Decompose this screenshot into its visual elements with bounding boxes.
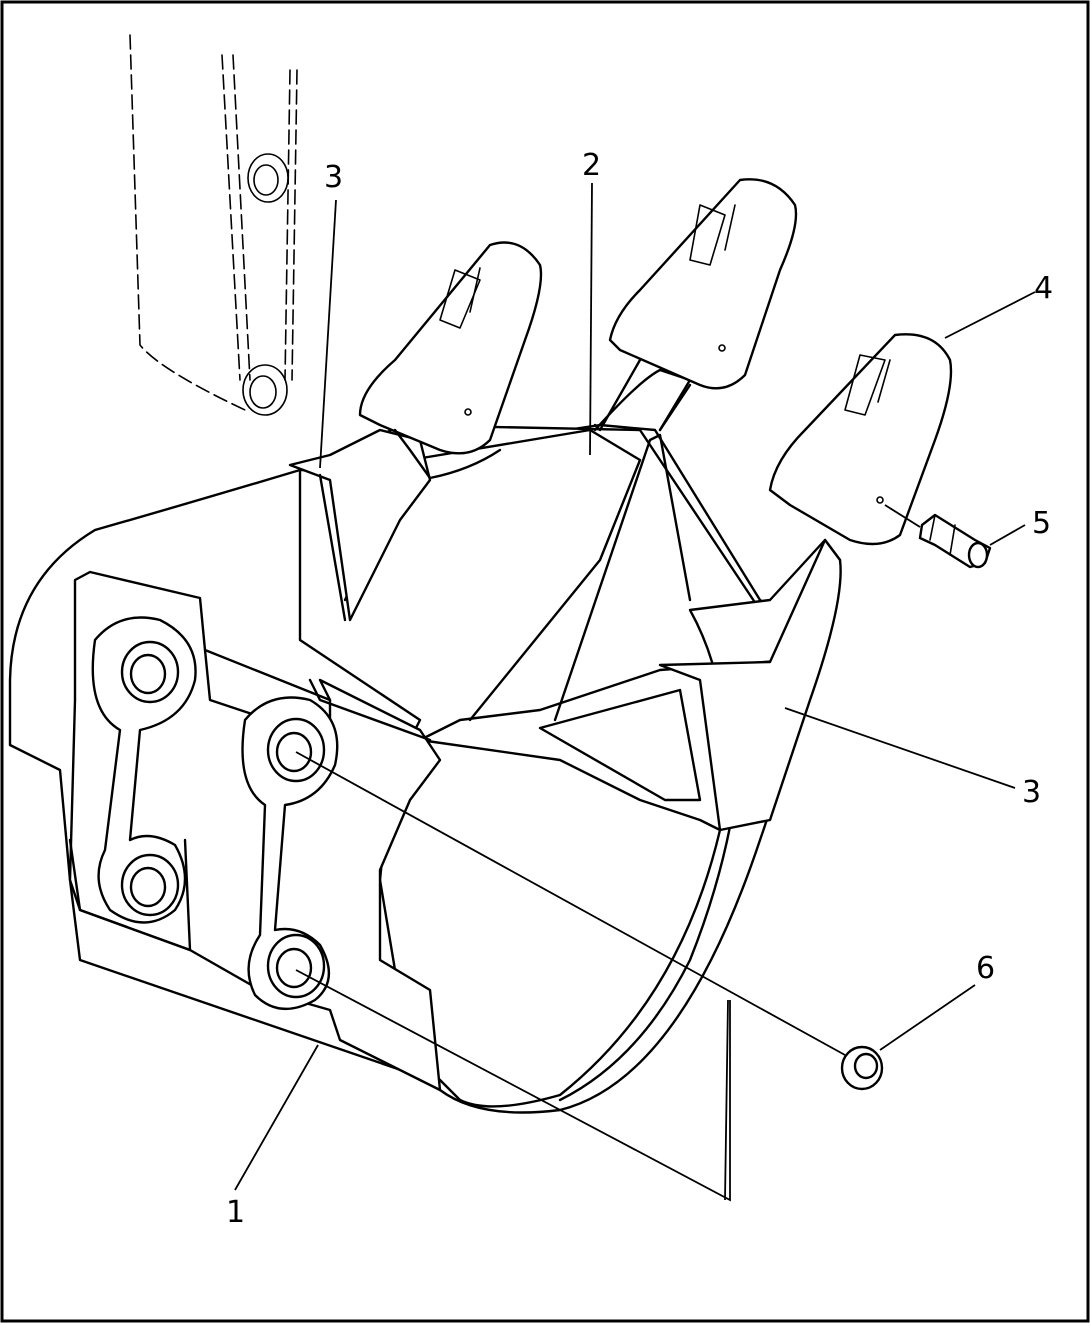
callout-3-right: 3 [1022,775,1041,810]
callout-5: 5 [1032,506,1051,541]
hinge-bracket [68,570,442,1092]
arm-outline [129,34,298,416]
callouts: 1 2 3 3 4 5 6 [226,148,1053,1230]
tooth-left [358,241,543,480]
callout-4: 4 [1034,271,1053,306]
bushing [295,751,884,1091]
tooth-center [593,178,798,432]
callout-2: 2 [582,148,601,183]
callout-3-top: 3 [324,160,343,195]
callout-6: 6 [976,951,995,986]
tooth-right [768,333,953,546]
tooth-pin [884,504,992,569]
leader-lines [234,182,1036,1202]
callout-1: 1 [226,1195,245,1230]
